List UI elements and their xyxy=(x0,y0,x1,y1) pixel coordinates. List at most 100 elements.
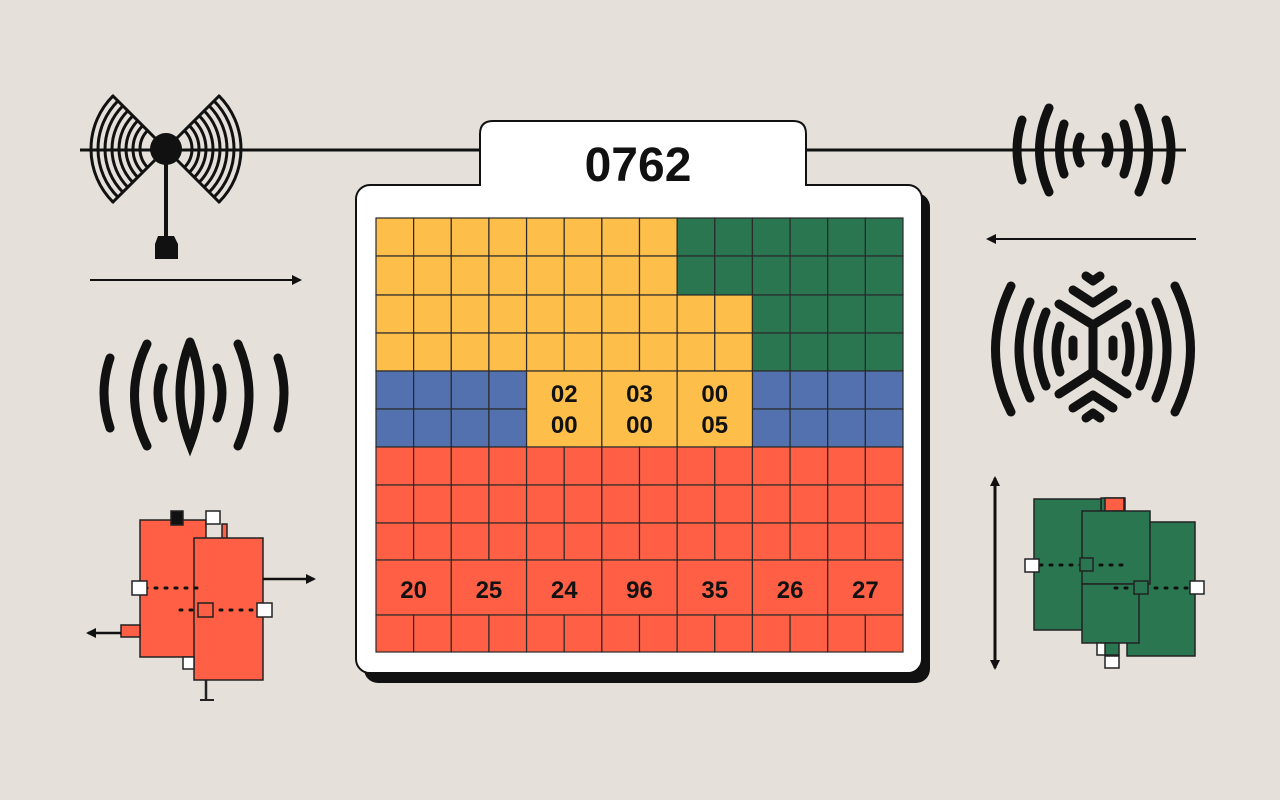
bottom-cell-label: 27 xyxy=(852,577,879,604)
green-cell xyxy=(751,294,791,334)
red-cell xyxy=(525,614,565,653)
red-cell xyxy=(676,484,716,524)
green-cell xyxy=(827,255,866,296)
red-cell xyxy=(601,446,641,486)
red-cell xyxy=(413,522,452,561)
yellow-cell xyxy=(413,332,452,372)
signal-wave-icon-right xyxy=(1012,103,1176,197)
red-cell xyxy=(450,614,490,653)
yellow-cell xyxy=(676,294,716,334)
green-cell xyxy=(789,294,829,334)
yellow-cell xyxy=(525,294,565,334)
green-cell xyxy=(827,294,866,334)
green-cell xyxy=(864,294,904,334)
green-cell xyxy=(714,217,754,257)
red-cell xyxy=(413,484,452,524)
red-cell xyxy=(525,484,565,524)
cell-label-top: 00 xyxy=(701,381,728,408)
red-cell xyxy=(789,614,829,653)
green-cell xyxy=(676,217,716,257)
red-cell xyxy=(864,484,904,524)
blue-cell xyxy=(789,408,829,448)
red-cell xyxy=(601,614,641,653)
red-cell xyxy=(751,522,791,561)
red-cell xyxy=(450,484,490,524)
red-cell xyxy=(676,522,716,561)
yellow-cell xyxy=(450,255,490,296)
blue-cell xyxy=(488,408,528,448)
green-cell xyxy=(864,217,904,257)
red-cell xyxy=(638,522,678,561)
yellow-cell xyxy=(601,255,641,296)
red-cell xyxy=(714,614,754,653)
red-cell xyxy=(413,614,452,653)
yellow-cell xyxy=(450,332,490,372)
red-cell xyxy=(525,522,565,561)
red-cell xyxy=(413,446,452,486)
red-cell xyxy=(638,614,678,653)
bottom-cell-label: 24 xyxy=(551,577,578,604)
cell-label-top: 03 xyxy=(626,381,653,408)
green-cell xyxy=(751,255,791,296)
red-cell xyxy=(676,614,716,653)
yellow-cell xyxy=(563,255,603,296)
red-cell xyxy=(563,446,603,486)
red-cell xyxy=(375,522,415,561)
red-cell xyxy=(488,614,528,653)
red-cell xyxy=(827,446,866,486)
red-cell xyxy=(751,446,791,486)
red-cell xyxy=(450,522,490,561)
yellow-cell xyxy=(413,294,452,334)
red-cell xyxy=(864,446,904,486)
yellow-cell xyxy=(488,217,528,257)
green-cell xyxy=(827,332,866,372)
green-cell xyxy=(864,332,904,372)
blue-cell xyxy=(827,408,866,448)
yellow-cell xyxy=(638,255,678,296)
labeled-red-cell xyxy=(375,559,452,616)
yellow-cell xyxy=(638,294,678,334)
green-cell xyxy=(751,217,791,257)
red-cell xyxy=(375,446,415,486)
red-cell xyxy=(827,614,866,653)
bottom-cell-label: 35 xyxy=(701,577,728,604)
cell-label-bottom: 05 xyxy=(701,412,728,439)
green-cell xyxy=(789,332,829,372)
green-cell xyxy=(789,255,829,296)
red-cell xyxy=(789,522,829,561)
yellow-cell xyxy=(563,217,603,257)
labeled-red-cell xyxy=(601,559,678,616)
red-cell xyxy=(638,446,678,486)
labeled-yellow-cell xyxy=(676,370,754,448)
blue-cell xyxy=(413,370,452,410)
red-cell xyxy=(714,484,754,524)
yellow-cell xyxy=(714,332,754,372)
labeled-red-cell xyxy=(827,559,904,616)
yellow-cell xyxy=(563,294,603,334)
antenna-icon xyxy=(89,93,243,259)
green-cell xyxy=(751,332,791,372)
blue-cell xyxy=(751,408,791,448)
labeled-red-cell xyxy=(751,559,829,616)
green-cell xyxy=(827,217,866,257)
blue-cell xyxy=(450,408,490,448)
yellow-cell xyxy=(601,332,641,372)
yellow-cell xyxy=(488,332,528,372)
yellow-cell xyxy=(375,217,415,257)
header-code: 0762 xyxy=(585,139,692,192)
cell-label-top: 02 xyxy=(551,381,578,408)
red-cell xyxy=(488,446,528,486)
green-cell xyxy=(789,217,829,257)
yellow-cell xyxy=(563,332,603,372)
red-cell xyxy=(864,522,904,561)
red-cell xyxy=(751,614,791,653)
yellow-cell xyxy=(375,332,415,372)
bottom-cell-label: 26 xyxy=(777,577,804,604)
bottom-cell-label: 25 xyxy=(476,577,503,604)
yellow-cell xyxy=(450,217,490,257)
red-cell xyxy=(789,484,829,524)
yellow-cell xyxy=(525,255,565,296)
blue-cell xyxy=(789,370,829,410)
